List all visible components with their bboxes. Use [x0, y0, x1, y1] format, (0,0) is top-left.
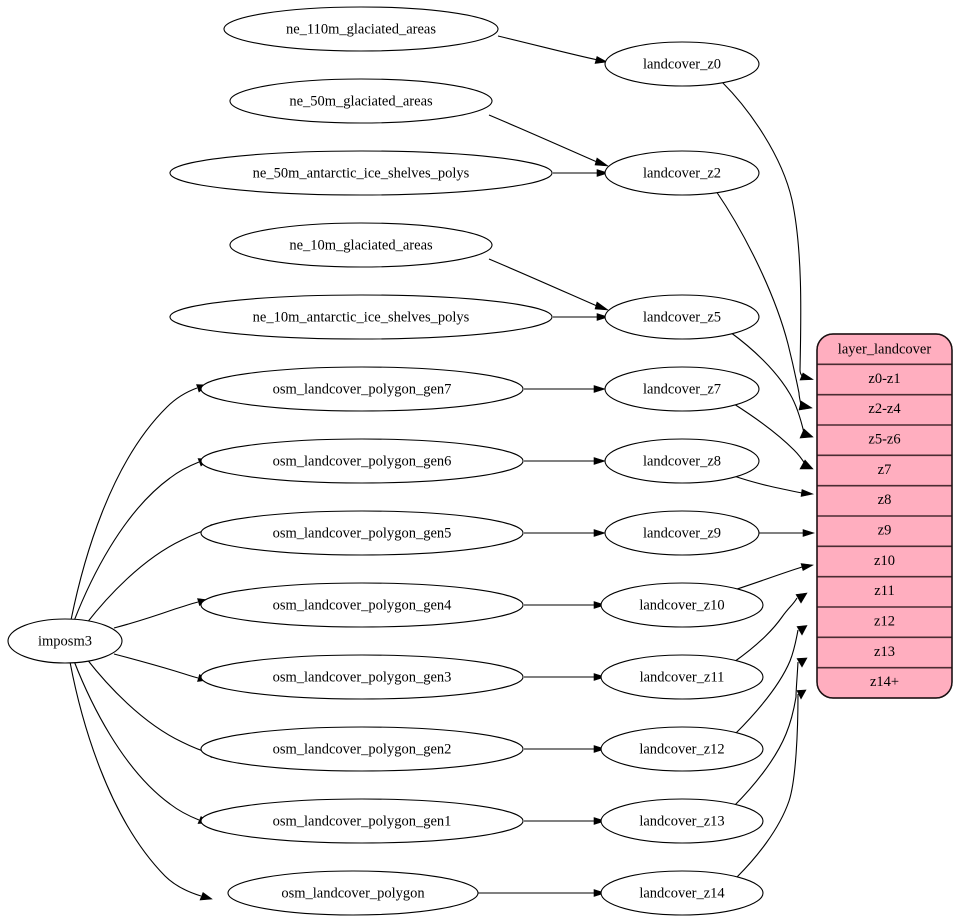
edge-z7-to-row-z7	[733, 403, 814, 470]
node-label: landcover_z11	[640, 669, 725, 685]
node-label: osm_landcover_polygon_gen3	[273, 669, 452, 685]
record-row-label-z10: z10	[874, 553, 895, 569]
node-label: ne_10m_glaciated_areas	[289, 237, 433, 253]
record-row-label-z0z1: z0-z1	[868, 371, 900, 387]
node-label: osm_landcover_polygon_gen6	[273, 453, 452, 469]
edge-imposm3-to-gen4	[113, 598, 210, 629]
record-row-label-z14plus: z14+	[870, 674, 899, 690]
record-node-layer-landcover[interactable]: layer_landcover z0-z1 z2-z4 z5-z6 z7 z8 …	[816, 333, 953, 699]
edge-osm-landcover-polygon-to-z14	[476, 889, 606, 897]
record-row-label-z13: z13	[874, 644, 895, 660]
record-header-label: layer_landcover	[838, 341, 932, 357]
node-osm-landcover-polygon-gen3[interactable]: osm_landcover_polygon_gen3	[200, 654, 524, 700]
edge-imposm3-to-gen6	[73, 458, 211, 622]
edge-gen6-to-z8	[524, 457, 606, 465]
node-ne-10m-antarctic-ice-shelves-polys[interactable]: ne_10m_antarctic_ice_shelves_polys	[169, 294, 553, 340]
edge-imposm3-to-osm-landcover-polygon	[69, 661, 213, 901]
node-label: landcover_z12	[639, 741, 724, 757]
node-label: landcover_z14	[639, 885, 725, 901]
edge-z13-to-row-z13	[733, 657, 808, 807]
node-landcover-z13[interactable]: landcover_z13	[600, 798, 764, 844]
record-row-label-z9: z9	[878, 522, 892, 538]
node-landcover-z14[interactable]: landcover_z14	[600, 870, 764, 916]
edge-z12-to-row-z12	[734, 625, 808, 735]
edge-ne50m-glaciated-to-z2	[488, 114, 610, 167]
node-label: osm_landcover_polygon	[281, 885, 425, 901]
node-osm-landcover-polygon-gen7[interactable]: osm_landcover_polygon_gen7	[200, 366, 524, 412]
node-ne-110m-glaciated-areas[interactable]: ne_110m_glaciated_areas	[223, 6, 499, 52]
node-label: ne_10m_antarctic_ice_shelves_polys	[253, 309, 470, 325]
node-label: osm_landcover_polygon_gen4	[273, 597, 453, 613]
node-label: osm_landcover_polygon_gen5	[273, 525, 452, 541]
edge-gen5-to-z9	[524, 529, 606, 537]
edge-ne110m-to-z0	[497, 35, 608, 64]
node-label: osm_landcover_polygon_gen2	[273, 741, 452, 757]
node-label: landcover_z8	[643, 453, 721, 469]
edge-imposm3-to-gen2	[85, 657, 224, 758]
node-osm-landcover-polygon-gen6[interactable]: osm_landcover_polygon_gen6	[200, 438, 524, 484]
node-label: imposm3	[38, 633, 92, 649]
edge-gen1-to-z13	[524, 817, 606, 825]
node-imposm3[interactable]: imposm3	[7, 618, 123, 664]
node-label: osm_landcover_polygon_gen7	[273, 381, 452, 397]
node-landcover-z10[interactable]: landcover_z10	[600, 582, 764, 628]
edge-gen4-to-z10	[524, 601, 606, 609]
edge-imposm3-to-gen7	[70, 384, 209, 621]
edge-gen7-to-z7	[524, 385, 606, 393]
edge-z10-to-row-z10	[733, 563, 814, 591]
node-landcover-z11[interactable]: landcover_z11	[600, 654, 764, 700]
node-ne-50m-antarctic-ice-shelves-polys[interactable]: ne_50m_antarctic_ice_shelves_polys	[169, 150, 553, 196]
record-row-label-z5z6: z5-z6	[868, 431, 900, 447]
record-row-label-z12: z12	[874, 613, 895, 629]
edge-gen3-to-z11	[524, 673, 606, 681]
node-label: landcover_z13	[639, 813, 724, 829]
node-ne-10m-glaciated-areas[interactable]: ne_10m_glaciated_areas	[229, 222, 493, 268]
node-landcover-z8[interactable]: landcover_z8	[604, 438, 760, 484]
record-row-label-z8: z8	[878, 492, 892, 508]
node-osm-landcover-polygon-gen1[interactable]: osm_landcover_polygon_gen1	[200, 798, 524, 844]
edge-ne50m-antarctic-to-z2	[553, 169, 609, 177]
node-label: landcover_z5	[643, 309, 721, 325]
record-row-label-z7: z7	[878, 462, 892, 478]
edge-z5-to-row-z5z6	[729, 331, 814, 439]
edge-group-osm-to-landcover	[476, 385, 606, 897]
node-landcover-z0[interactable]: landcover_z0	[604, 41, 760, 87]
node-label: landcover_z2	[643, 165, 721, 181]
edge-ne10m-antarctic-to-z5	[553, 313, 609, 321]
node-osm-landcover-polygon-gen4[interactable]: osm_landcover_polygon_gen4	[200, 582, 524, 628]
node-landcover-z5[interactable]: landcover_z5	[604, 294, 760, 340]
node-label: landcover_z10	[639, 597, 724, 613]
node-osm-landcover-polygon-gen5[interactable]: osm_landcover_polygon_gen5	[200, 510, 524, 556]
edge-group-landcover-to-record	[715, 81, 815, 878]
node-osm-landcover-polygon-gen2[interactable]: osm_landcover_polygon_gen2	[200, 726, 524, 772]
node-label: landcover_z7	[643, 381, 721, 397]
edge-gen2-to-z12	[523, 745, 606, 753]
edge-imposm3-to-gen5	[85, 524, 224, 625]
edge-group-natural-earth	[488, 35, 610, 321]
edge-imposm3-to-gen1	[73, 660, 211, 824]
edge-imposm3-to-gen3	[113, 653, 210, 682]
node-label: osm_landcover_polygon_gen1	[273, 813, 452, 829]
edge-z8-to-row-z8	[733, 475, 815, 497]
edge-z0-to-row-z0z1	[721, 81, 814, 381]
node-landcover-z12[interactable]: landcover_z12	[600, 726, 764, 772]
node-landcover-z7[interactable]: landcover_z7	[604, 366, 760, 412]
node-label: ne_50m_antarctic_ice_shelves_polys	[253, 165, 470, 181]
node-label: landcover_z0	[643, 56, 721, 72]
edge-ne10m-glaciated-to-z5	[488, 258, 610, 311]
edge-z14-to-row-z14plus	[736, 689, 807, 878]
node-landcover-z9[interactable]: landcover_z9	[604, 510, 760, 556]
edge-z11-to-row-z11	[733, 592, 808, 663]
record-row-label-z2z4: z2-z4	[868, 401, 901, 417]
node-label: ne_50m_glaciated_areas	[289, 93, 433, 109]
edge-z9-to-row-z9	[758, 529, 815, 537]
record-row-label-z11: z11	[874, 583, 894, 599]
node-ne-50m-glaciated-areas[interactable]: ne_50m_glaciated_areas	[229, 78, 493, 124]
node-landcover-z2[interactable]: landcover_z2	[604, 150, 760, 196]
edge-z2-to-row-z2z4	[715, 190, 813, 411]
node-label: ne_110m_glaciated_areas	[286, 21, 436, 37]
node-label: landcover_z9	[643, 525, 721, 541]
node-osm-landcover-polygon[interactable]: osm_landcover_polygon	[227, 870, 479, 916]
